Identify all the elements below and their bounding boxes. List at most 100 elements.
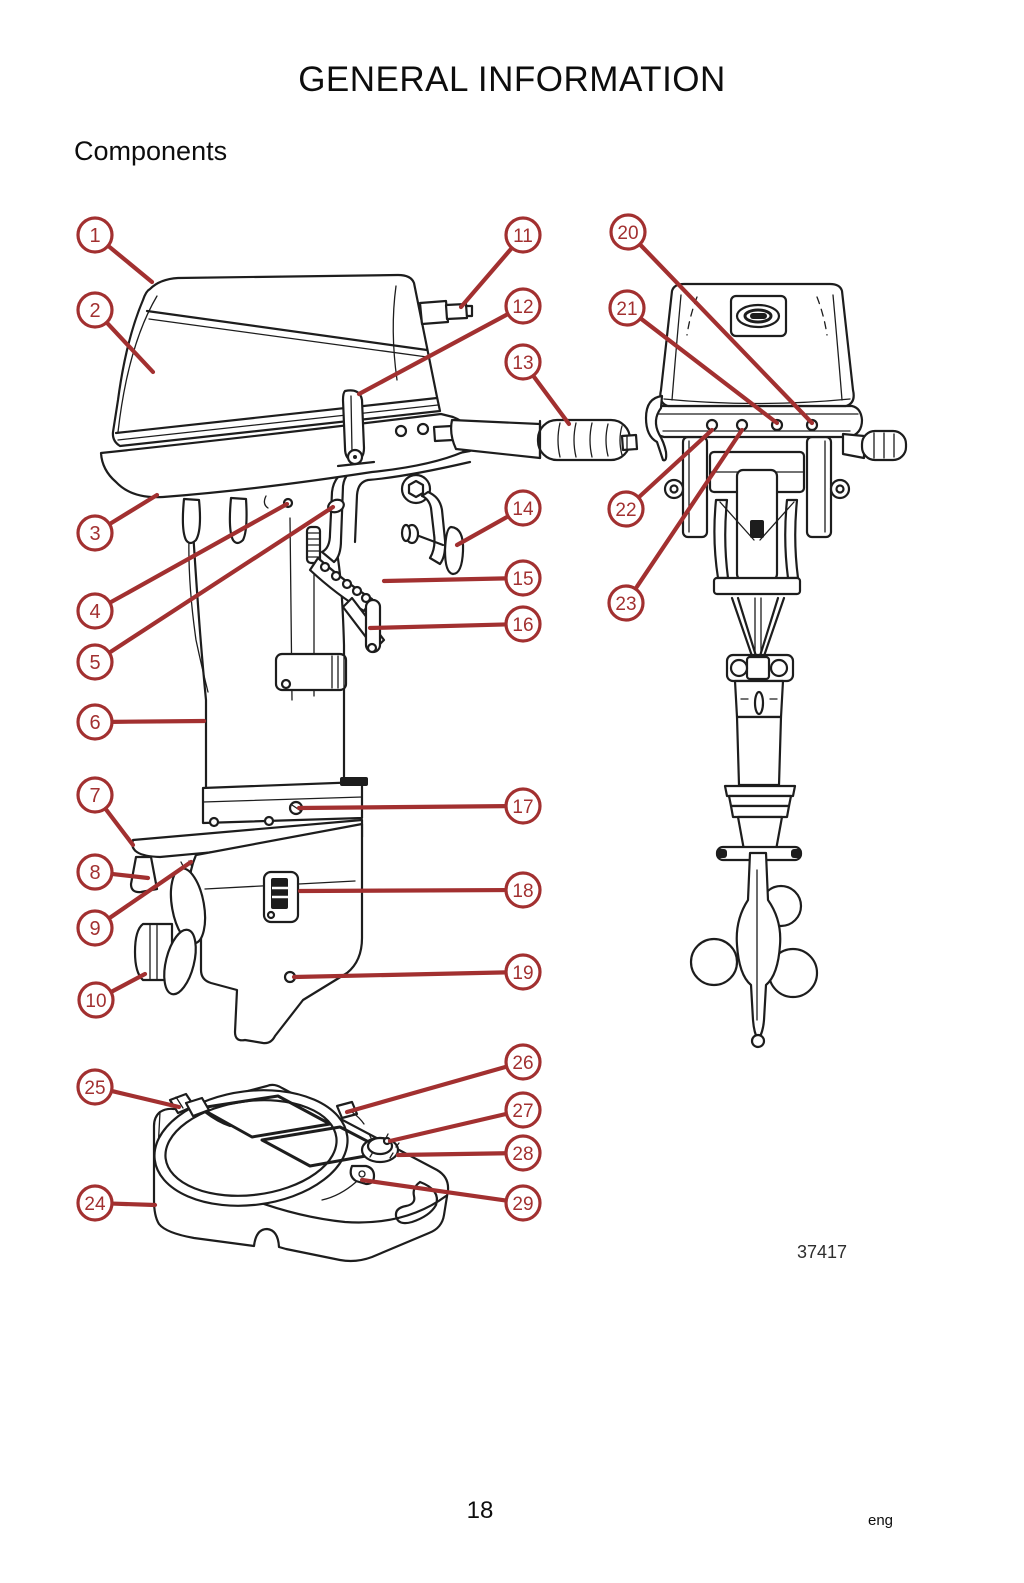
- callout-26-label: 26: [512, 1053, 533, 1074]
- transom-bracket: [663, 435, 851, 596]
- callout-12-circle: [504, 287, 542, 325]
- callout-15-circle: [504, 559, 542, 597]
- callout-26: 26: [344, 1043, 542, 1115]
- gear-shift-lever: [262, 870, 300, 924]
- callout-10-circle: [77, 981, 115, 1019]
- callout-4-circle: [76, 592, 114, 630]
- figure-number: 37417: [797, 1242, 848, 1262]
- callout-19-circle: [504, 953, 542, 991]
- callout-7-circle: [76, 776, 114, 814]
- tilt-pin-rack: [308, 556, 374, 613]
- callout-16-label: 16: [512, 615, 533, 636]
- callout-14-leader: [454, 514, 511, 548]
- callout-5: 5: [76, 504, 336, 681]
- callout-21-label: 21: [616, 299, 637, 320]
- callout-29-label: 29: [512, 1194, 533, 1215]
- callout-16-leader: [367, 622, 509, 631]
- callout-9: 9: [76, 859, 194, 947]
- callout-24-label: 24: [84, 1194, 106, 1215]
- callout-18-circle: [504, 871, 542, 909]
- callout-9-leader: [106, 859, 194, 921]
- lower-mount-band: [201, 777, 368, 828]
- callout-8: 8: [76, 853, 151, 891]
- callout-9-circle: [76, 909, 114, 947]
- brand-badge: [729, 294, 788, 338]
- callout-26-leader: [344, 1064, 509, 1115]
- callout-6-leader: [109, 718, 207, 724]
- callout-25-leader: [109, 1088, 182, 1110]
- callout-18-label: 18: [512, 881, 533, 902]
- callout-4-leader: [107, 501, 290, 605]
- callout-3: 3: [76, 492, 160, 552]
- callout-4: 4: [76, 501, 290, 630]
- callout-25-label: 25: [84, 1078, 105, 1099]
- swivel-bracket: [723, 596, 797, 852]
- rear-latch-hook: [620, 394, 668, 462]
- callout-3-circle: [76, 514, 114, 552]
- callout-12-leader: [356, 311, 511, 397]
- rear-bottom-cowl: [649, 404, 864, 439]
- tiller-handle: [450, 418, 632, 462]
- callout-23-leader: [633, 427, 745, 591]
- callout-5-circle: [76, 643, 114, 681]
- callout-27-leader: [387, 1111, 509, 1144]
- callout-27-label: 27: [512, 1101, 533, 1122]
- callout-14-label: 14: [512, 499, 534, 520]
- callout-19: 19: [291, 953, 542, 991]
- callout-28-leader: [395, 1151, 509, 1158]
- callout-25: 25: [76, 1068, 182, 1110]
- callout-19-leader: [291, 970, 509, 980]
- propeller-side: [133, 867, 207, 996]
- callout-27: 27: [387, 1091, 542, 1144]
- callout-1-leader: [106, 243, 155, 285]
- callout-8-label: 8: [89, 862, 100, 884]
- rear-propeller: [689, 851, 819, 1049]
- callout-1-circle: [76, 216, 114, 254]
- callout-18-leader: [297, 887, 509, 894]
- page-title: GENERAL INFORMATION: [298, 60, 726, 99]
- callout-20-circle: [609, 213, 647, 251]
- callout-8-leader: [109, 871, 151, 881]
- callout-29: 29: [359, 1177, 542, 1222]
- callout-9-label: 9: [89, 918, 100, 940]
- lower-clamp-block: [274, 652, 348, 692]
- callout-23-circle: [607, 584, 645, 622]
- rear-tiller-grip: [841, 429, 908, 462]
- callout-17-circle: [504, 787, 542, 825]
- callout-29-circle: [504, 1184, 542, 1222]
- callout-1-label: 1: [89, 225, 100, 247]
- trim-pin: [181, 497, 202, 545]
- callout-29-leader: [359, 1177, 509, 1203]
- callout-10-leader: [108, 971, 148, 995]
- callout-6: 6: [76, 703, 207, 741]
- section-heading: Components: [74, 136, 228, 166]
- callout-27-circle: [504, 1091, 542, 1129]
- clamp-screw: [400, 523, 445, 547]
- callout-11-circle: [504, 216, 542, 254]
- fuel-tank-drawing: [152, 1083, 450, 1263]
- callout-15-leader: [381, 576, 509, 584]
- callout-2: 2: [76, 291, 156, 375]
- callout-28: 28: [395, 1134, 542, 1172]
- callout-2-leader: [104, 320, 156, 375]
- language-code: eng: [868, 1512, 894, 1529]
- callout-22-label: 22: [615, 500, 636, 521]
- callout-11-leader: [458, 245, 515, 310]
- callout-16-circle: [504, 605, 542, 643]
- callout-7-leader: [103, 806, 136, 848]
- callout-6-label: 6: [89, 712, 100, 734]
- callout-14: 14: [454, 489, 542, 548]
- callout-12: 12: [356, 287, 542, 397]
- callout-21-circle: [608, 289, 646, 327]
- callout-21-leader: [638, 316, 780, 426]
- callout-10: 10: [77, 971, 148, 1019]
- callout-24: 24: [76, 1184, 158, 1222]
- callout-11-label: 11: [513, 226, 533, 247]
- callout-4-label: 4: [89, 601, 100, 623]
- callout-11: 11: [458, 216, 542, 310]
- callout-26-circle: [504, 1043, 542, 1081]
- callout-7-label: 7: [89, 785, 100, 807]
- callout-22-leader: [636, 427, 715, 500]
- callout-20-leader: [637, 242, 815, 426]
